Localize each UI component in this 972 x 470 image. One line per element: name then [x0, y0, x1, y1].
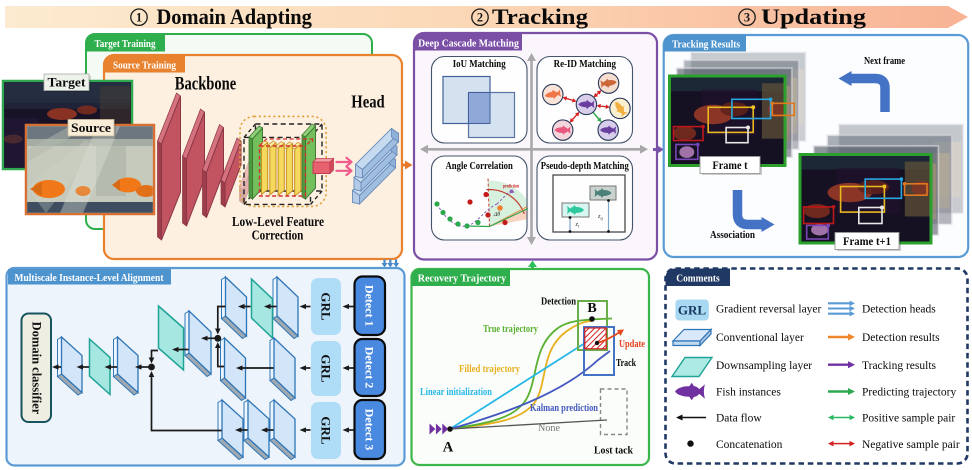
svg-text:Positive sample pair: Positive sample pair	[862, 413, 955, 425]
svg-text:Detection: Detection	[541, 297, 576, 308]
svg-text:Next frame: Next frame	[864, 56, 905, 67]
svg-text:Lost tack: Lost tack	[594, 446, 633, 457]
svg-text:Association: Association	[710, 230, 755, 241]
svg-text:Angle Correlation: Angle Correlation	[446, 160, 513, 172]
svg-text:Frame t+1: Frame t+1	[843, 234, 891, 248]
svg-text:GRL: GRL	[678, 303, 707, 318]
svg-text:Detect 2: Detect 2	[363, 347, 377, 389]
svg-text:Multiscale Instance-Level Alig: Multiscale Instance-Level Alignment	[15, 272, 164, 284]
svg-text:Downsampling layer: Downsampling layer	[716, 360, 812, 372]
svg-text:Conventional layer: Conventional layer	[716, 332, 804, 344]
svg-text:Low-Level Feature: Low-Level Feature	[232, 214, 324, 229]
svg-text:Tracking results: Tracking results	[862, 360, 937, 372]
svg-text:Detection results: Detection results	[862, 332, 940, 344]
svg-text:Gradient reversal layer: Gradient reversal layer	[716, 304, 822, 316]
svg-text:Frame t: Frame t	[713, 158, 748, 172]
svg-text:Tracking: Tracking	[492, 4, 588, 29]
svg-text:A: A	[443, 440, 454, 456]
svg-text:Kalman prediction: Kalman prediction	[530, 403, 598, 414]
svg-text:Fish instances: Fish instances	[716, 387, 781, 399]
svg-text:Detection heads: Detection heads	[862, 304, 936, 316]
svg-text:Correction: Correction	[252, 228, 304, 243]
svg-text:Detect 1: Detect 1	[363, 285, 377, 327]
svg-text:GRL: GRL	[319, 292, 334, 321]
svg-text:Target: Target	[48, 75, 87, 90]
svg-text:2: 2	[477, 11, 483, 25]
svg-text:Comments: Comments	[676, 272, 720, 284]
svg-text:Re-ID Matching: Re-ID Matching	[554, 58, 617, 70]
svg-text:Linear initialization: Linear initialization	[420, 387, 492, 398]
svg-text:None: None	[538, 423, 561, 434]
svg-text:Recovery Trajectory: Recovery Trajectory	[418, 272, 507, 284]
svg-text:GRL: GRL	[319, 416, 334, 445]
svg-text:zq: zq	[597, 213, 604, 221]
svg-text:prediction: prediction	[503, 184, 519, 190]
svg-text:Domain Adapting: Domain Adapting	[157, 4, 312, 29]
svg-text:Deep Cascade Matching: Deep Cascade Matching	[418, 37, 519, 49]
svg-text:Updating: Updating	[761, 4, 866, 29]
svg-text:Source Training: Source Training	[113, 60, 176, 72]
svg-text:zt: zt	[575, 221, 581, 229]
svg-text:Negative sample pair: Negative sample pair	[862, 439, 960, 451]
svg-text:Data flow: Data flow	[716, 413, 762, 425]
svg-text:Target Training: Target Training	[95, 38, 156, 50]
svg-text:Predicting trajectory: Predicting trajectory	[862, 387, 956, 399]
svg-text:Backbone: Backbone	[175, 73, 237, 94]
svg-text:Filled trajectory: Filled trajectory	[459, 364, 521, 375]
svg-text:Concatenation: Concatenation	[716, 439, 783, 451]
svg-text:Source: Source	[71, 120, 111, 135]
svg-text:Δθ: Δθ	[493, 212, 501, 218]
svg-text:GRL: GRL	[319, 354, 334, 383]
svg-text:1: 1	[136, 11, 142, 25]
svg-text:IoU Matching: IoU Matching	[453, 58, 506, 70]
svg-text:Domain classifier: Domain classifier	[30, 322, 44, 415]
svg-text:Pseudo-depth Matching: Pseudo-depth Matching	[541, 160, 629, 172]
svg-text:Tracking Results: Tracking Results	[672, 38, 741, 50]
svg-text:B: B	[587, 301, 596, 316]
svg-text:Update: Update	[619, 339, 645, 350]
svg-text:3: 3	[744, 11, 750, 25]
svg-text:True trajectory: True trajectory	[483, 324, 539, 335]
svg-text:Track: Track	[616, 358, 636, 369]
svg-text:Head: Head	[351, 92, 384, 112]
svg-text:Detect 3: Detect 3	[363, 409, 377, 451]
